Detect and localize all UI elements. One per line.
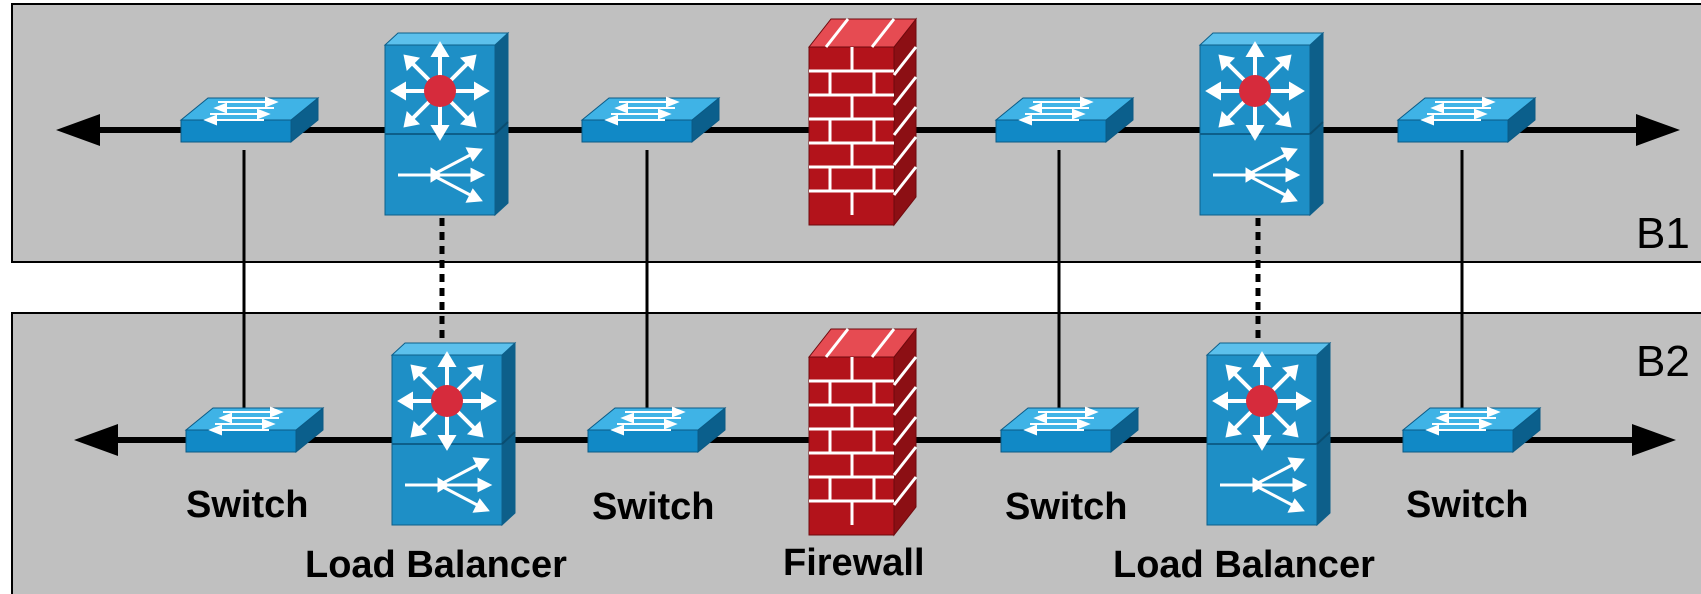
- switch-label-2: Switch: [592, 486, 714, 528]
- load-balancer-icon: [390, 341, 517, 527]
- firewall-icon: [807, 17, 918, 227]
- switch-icon: [1000, 407, 1139, 453]
- arrow-left-icon: [74, 424, 118, 456]
- load-balancer-label-1: Load Balancer: [305, 544, 567, 586]
- switch-label-4: Switch: [1406, 484, 1528, 526]
- zone-b2-label: B2: [1636, 337, 1690, 386]
- switch-label-3: Switch: [1005, 486, 1127, 528]
- arrow-right-icon: [1632, 424, 1676, 456]
- switch-icon: [581, 97, 720, 143]
- switch-icon: [587, 407, 726, 453]
- arrow-right-icon: [1636, 114, 1680, 146]
- switch-icon: [995, 97, 1134, 143]
- load-balancer-icon: [383, 31, 510, 217]
- load-balancer-icon: [1205, 341, 1332, 527]
- firewall-label: Firewall: [783, 542, 925, 584]
- firewall-icon: [807, 327, 918, 537]
- load-balancer-label-2: Load Balancer: [1113, 544, 1375, 586]
- switch-icon: [1402, 407, 1541, 453]
- zone-b1-label: B1: [1636, 209, 1690, 258]
- switch-label-1: Switch: [186, 484, 308, 526]
- switch-icon: [185, 407, 324, 453]
- switch-icon: [180, 97, 319, 143]
- arrow-left-icon: [56, 114, 100, 146]
- load-balancer-icon: [1198, 31, 1325, 217]
- switch-icon: [1397, 97, 1536, 143]
